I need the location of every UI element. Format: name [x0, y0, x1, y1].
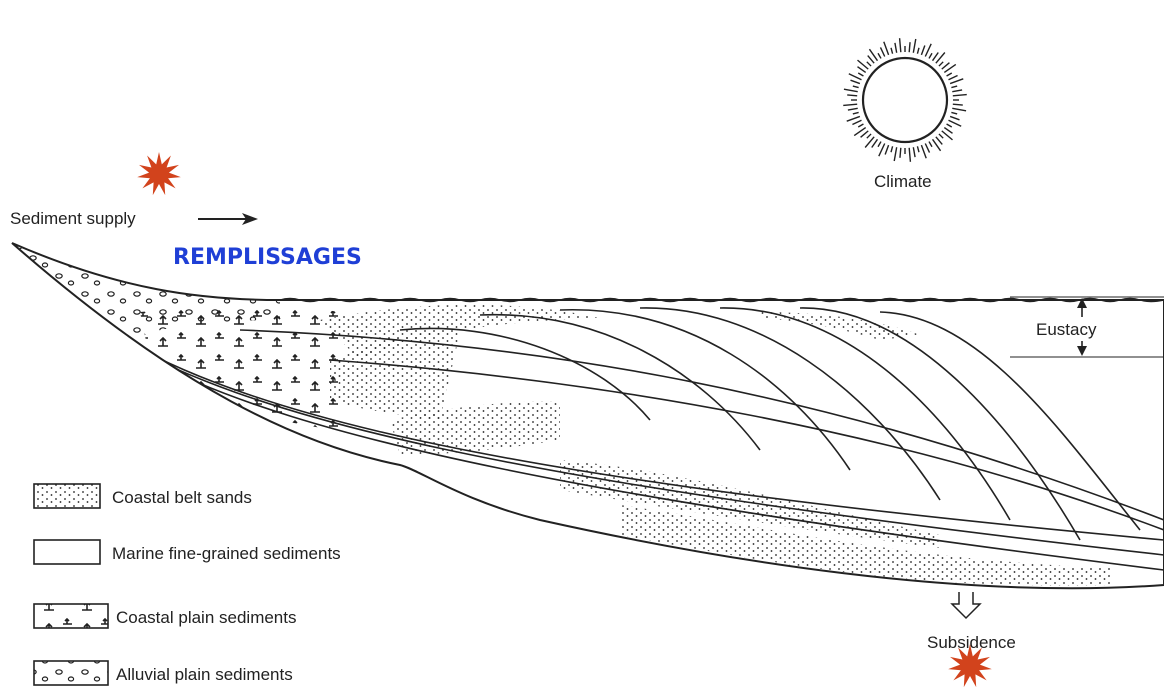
legend-label: Coastal plain sediments — [116, 608, 296, 627]
pebble-swatch — [34, 661, 108, 685]
marine-swatch — [34, 540, 100, 564]
sand-swatch — [34, 484, 100, 508]
sediment-wedge — [12, 243, 1164, 588]
subsidence-arrow-icon — [952, 592, 980, 618]
legend: Coastal belt sands Marine fine-grained s… — [34, 484, 341, 685]
legend-item: Alluvial plain sediments — [34, 661, 293, 685]
legend-item: Marine fine-grained sediments — [34, 540, 341, 564]
legend-item: Coastal plain sediments — [34, 604, 296, 628]
legend-label: Alluvial plain sediments — [116, 665, 293, 684]
eustacy-label: Eustacy — [1036, 320, 1097, 339]
subsidence-label: Subsidence — [927, 633, 1016, 652]
sun-icon — [843, 38, 967, 162]
legend-label: Marine fine-grained sediments — [112, 544, 341, 563]
coastal-plain-zone — [140, 307, 340, 430]
legend-label: Coastal belt sands — [112, 488, 252, 507]
plant-swatch — [34, 604, 108, 628]
sediment-supply-label: Sediment supply — [10, 209, 136, 228]
climate-label: Climate — [874, 172, 932, 191]
legend-item: Coastal belt sands — [34, 484, 252, 508]
sediment-supply-marker-icon — [137, 152, 181, 195]
arrow-right-icon — [198, 213, 258, 225]
title-remplissages: REMPLISSAGES — [173, 245, 362, 270]
